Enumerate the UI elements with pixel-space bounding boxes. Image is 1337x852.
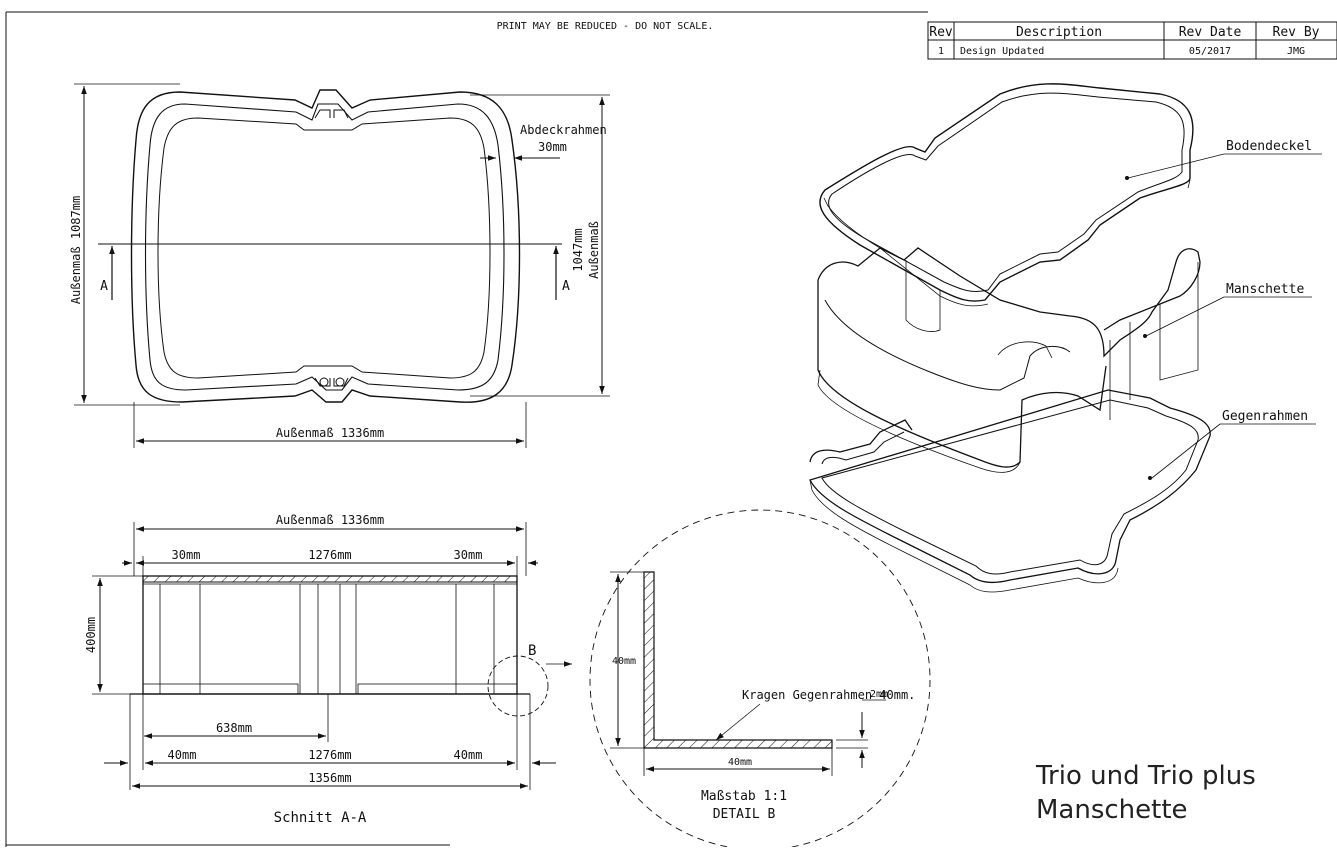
- label-manschette: Manschette: [1226, 282, 1304, 297]
- title-line-1: Trio und Trio plus: [1035, 761, 1256, 791]
- title-line-2: Manschette: [1036, 795, 1188, 825]
- lid-bodendeckel: [819, 83, 1194, 307]
- detail-width: 40mm: [728, 757, 752, 768]
- section-bottom-middle: 1276mm: [308, 748, 351, 762]
- top-outer-width: Außenmaß 1336mm: [276, 426, 384, 440]
- counter-frame-gegenrahmen: [809, 389, 1211, 593]
- collar-label: Kragen Gegenrahmen 40mm.: [742, 688, 915, 702]
- section-top-total: Außenmaß 1336mm: [276, 513, 384, 527]
- section-bottom-total: 1356mm: [308, 771, 351, 785]
- frame-width: 30mm: [538, 140, 567, 154]
- rev-by: JMG: [1287, 46, 1305, 57]
- section-bottom-left: 40mm: [168, 748, 197, 762]
- section-top-middle: 1276mm: [308, 548, 351, 562]
- rev-number: 1: [938, 46, 944, 57]
- section-view: Außenmaß 1336mm 30mm 1276mm 30mm 400mm 6…: [84, 513, 572, 826]
- section-top-right: 30mm: [454, 548, 483, 562]
- rev-date-header: Rev Date: [1179, 25, 1242, 40]
- detail-b: 40mm 40mm 2mm Kragen Gegenrahmen 40mm. M…: [589, 509, 931, 851]
- sleeve-manschette: [817, 247, 1201, 473]
- section-half: 638mm: [216, 721, 252, 735]
- frame-label: Abdeckrahmen: [520, 123, 607, 137]
- top-view: Außenmaß 1336mm Außenmaß 1087mm 1047mm A…: [69, 83, 610, 448]
- revision-table: Rev Description Rev Date Rev By 1 Design…: [927, 21, 1337, 60]
- rev-date: 05/2017: [1189, 46, 1231, 57]
- section-bottom-right: 40mm: [454, 748, 483, 762]
- title-block: Trio und Trio plus Manschette: [1035, 761, 1256, 825]
- detail-thickness: 2mm: [870, 689, 888, 700]
- print-notice: PRINT MAY BE REDUCED - DO NOT SCALE.: [497, 21, 714, 32]
- description-header: Description: [1016, 25, 1102, 40]
- section-title: Schnitt A-A: [274, 810, 367, 826]
- detail-scale: Maßstab 1:1: [701, 789, 787, 804]
- iso-view: Bodendeckel Manschette Gegenrahmen: [809, 83, 1322, 593]
- top-outer-height: Außenmaß 1087mm: [69, 196, 83, 304]
- sheet-border: [5, 11, 928, 847]
- rev-description: Design Updated: [960, 46, 1044, 57]
- section-marker-right: A: [562, 279, 570, 294]
- top-inner-height-value: 1047mm: [571, 228, 585, 271]
- section-top-left: 30mm: [172, 548, 201, 562]
- detail-title: DETAIL B: [713, 807, 776, 822]
- section-marker-left: A: [100, 279, 108, 294]
- label-gegenrahmen: Gegenrahmen: [1222, 409, 1308, 424]
- section-height: 400mm: [84, 617, 98, 653]
- detail-marker: B: [528, 643, 536, 659]
- rev-header: Rev: [929, 25, 953, 40]
- detail-height: 40mm: [612, 656, 636, 667]
- top-inner-height-label: Außenmaß: [587, 221, 601, 279]
- label-bodendeckel: Bodendeckel: [1226, 139, 1312, 154]
- rev-by-header: Rev By: [1273, 25, 1320, 40]
